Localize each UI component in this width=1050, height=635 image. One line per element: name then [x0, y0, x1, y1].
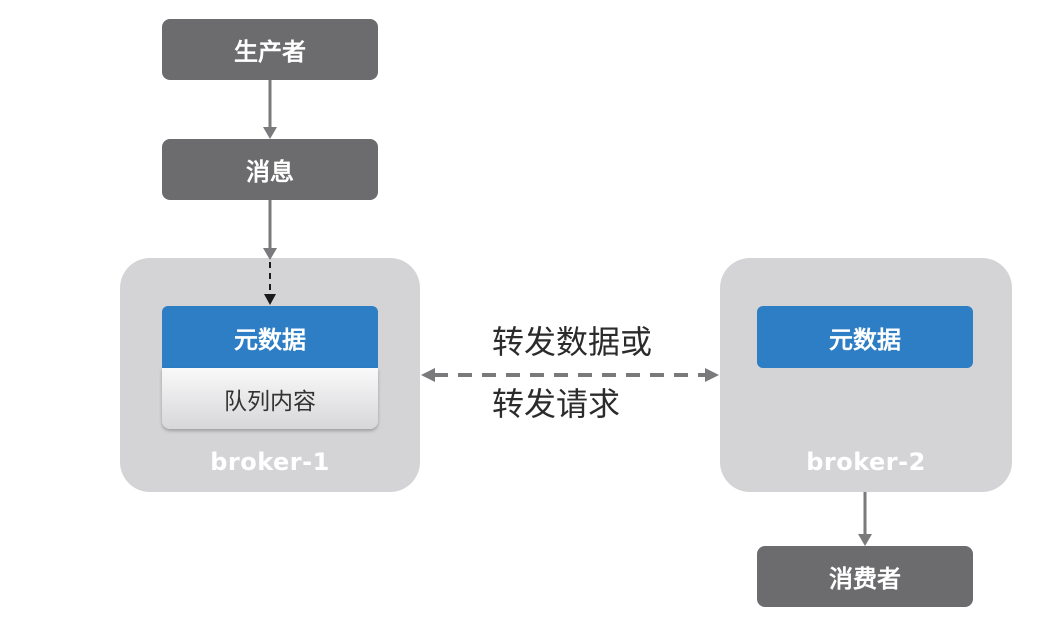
broker-1-metadata: 元数据	[162, 306, 378, 368]
broker-2-container	[720, 258, 1012, 492]
forward-label-line1: 转发数据或	[492, 323, 653, 361]
broker-1-metadata-label: 元数据	[234, 325, 306, 354]
arrow-broker-2-to-consumer	[858, 492, 872, 546]
broker-2-label: broker-2	[806, 448, 926, 476]
broker-1-label: broker-1	[210, 448, 330, 476]
forward-label-line2: 转发请求	[492, 385, 621, 423]
consumer-node: 消费者	[757, 546, 973, 607]
queue-content-label: 队列内容	[224, 388, 316, 415]
arrow-broker-1-to-broker-2	[421, 368, 719, 382]
broker-2-metadata: 元数据	[757, 306, 973, 368]
consumer-label: 消费者	[829, 565, 901, 593]
broker-2-metadata-label: 元数据	[829, 325, 901, 354]
message-label: 消息	[246, 158, 294, 186]
broker-1-queue-content: 队列内容	[162, 368, 378, 429]
arrow-producer-to-message	[263, 80, 277, 139]
producer-label: 生产者	[234, 38, 306, 66]
producer-node: 生产者	[162, 19, 378, 80]
message-node: 消息	[162, 139, 378, 200]
